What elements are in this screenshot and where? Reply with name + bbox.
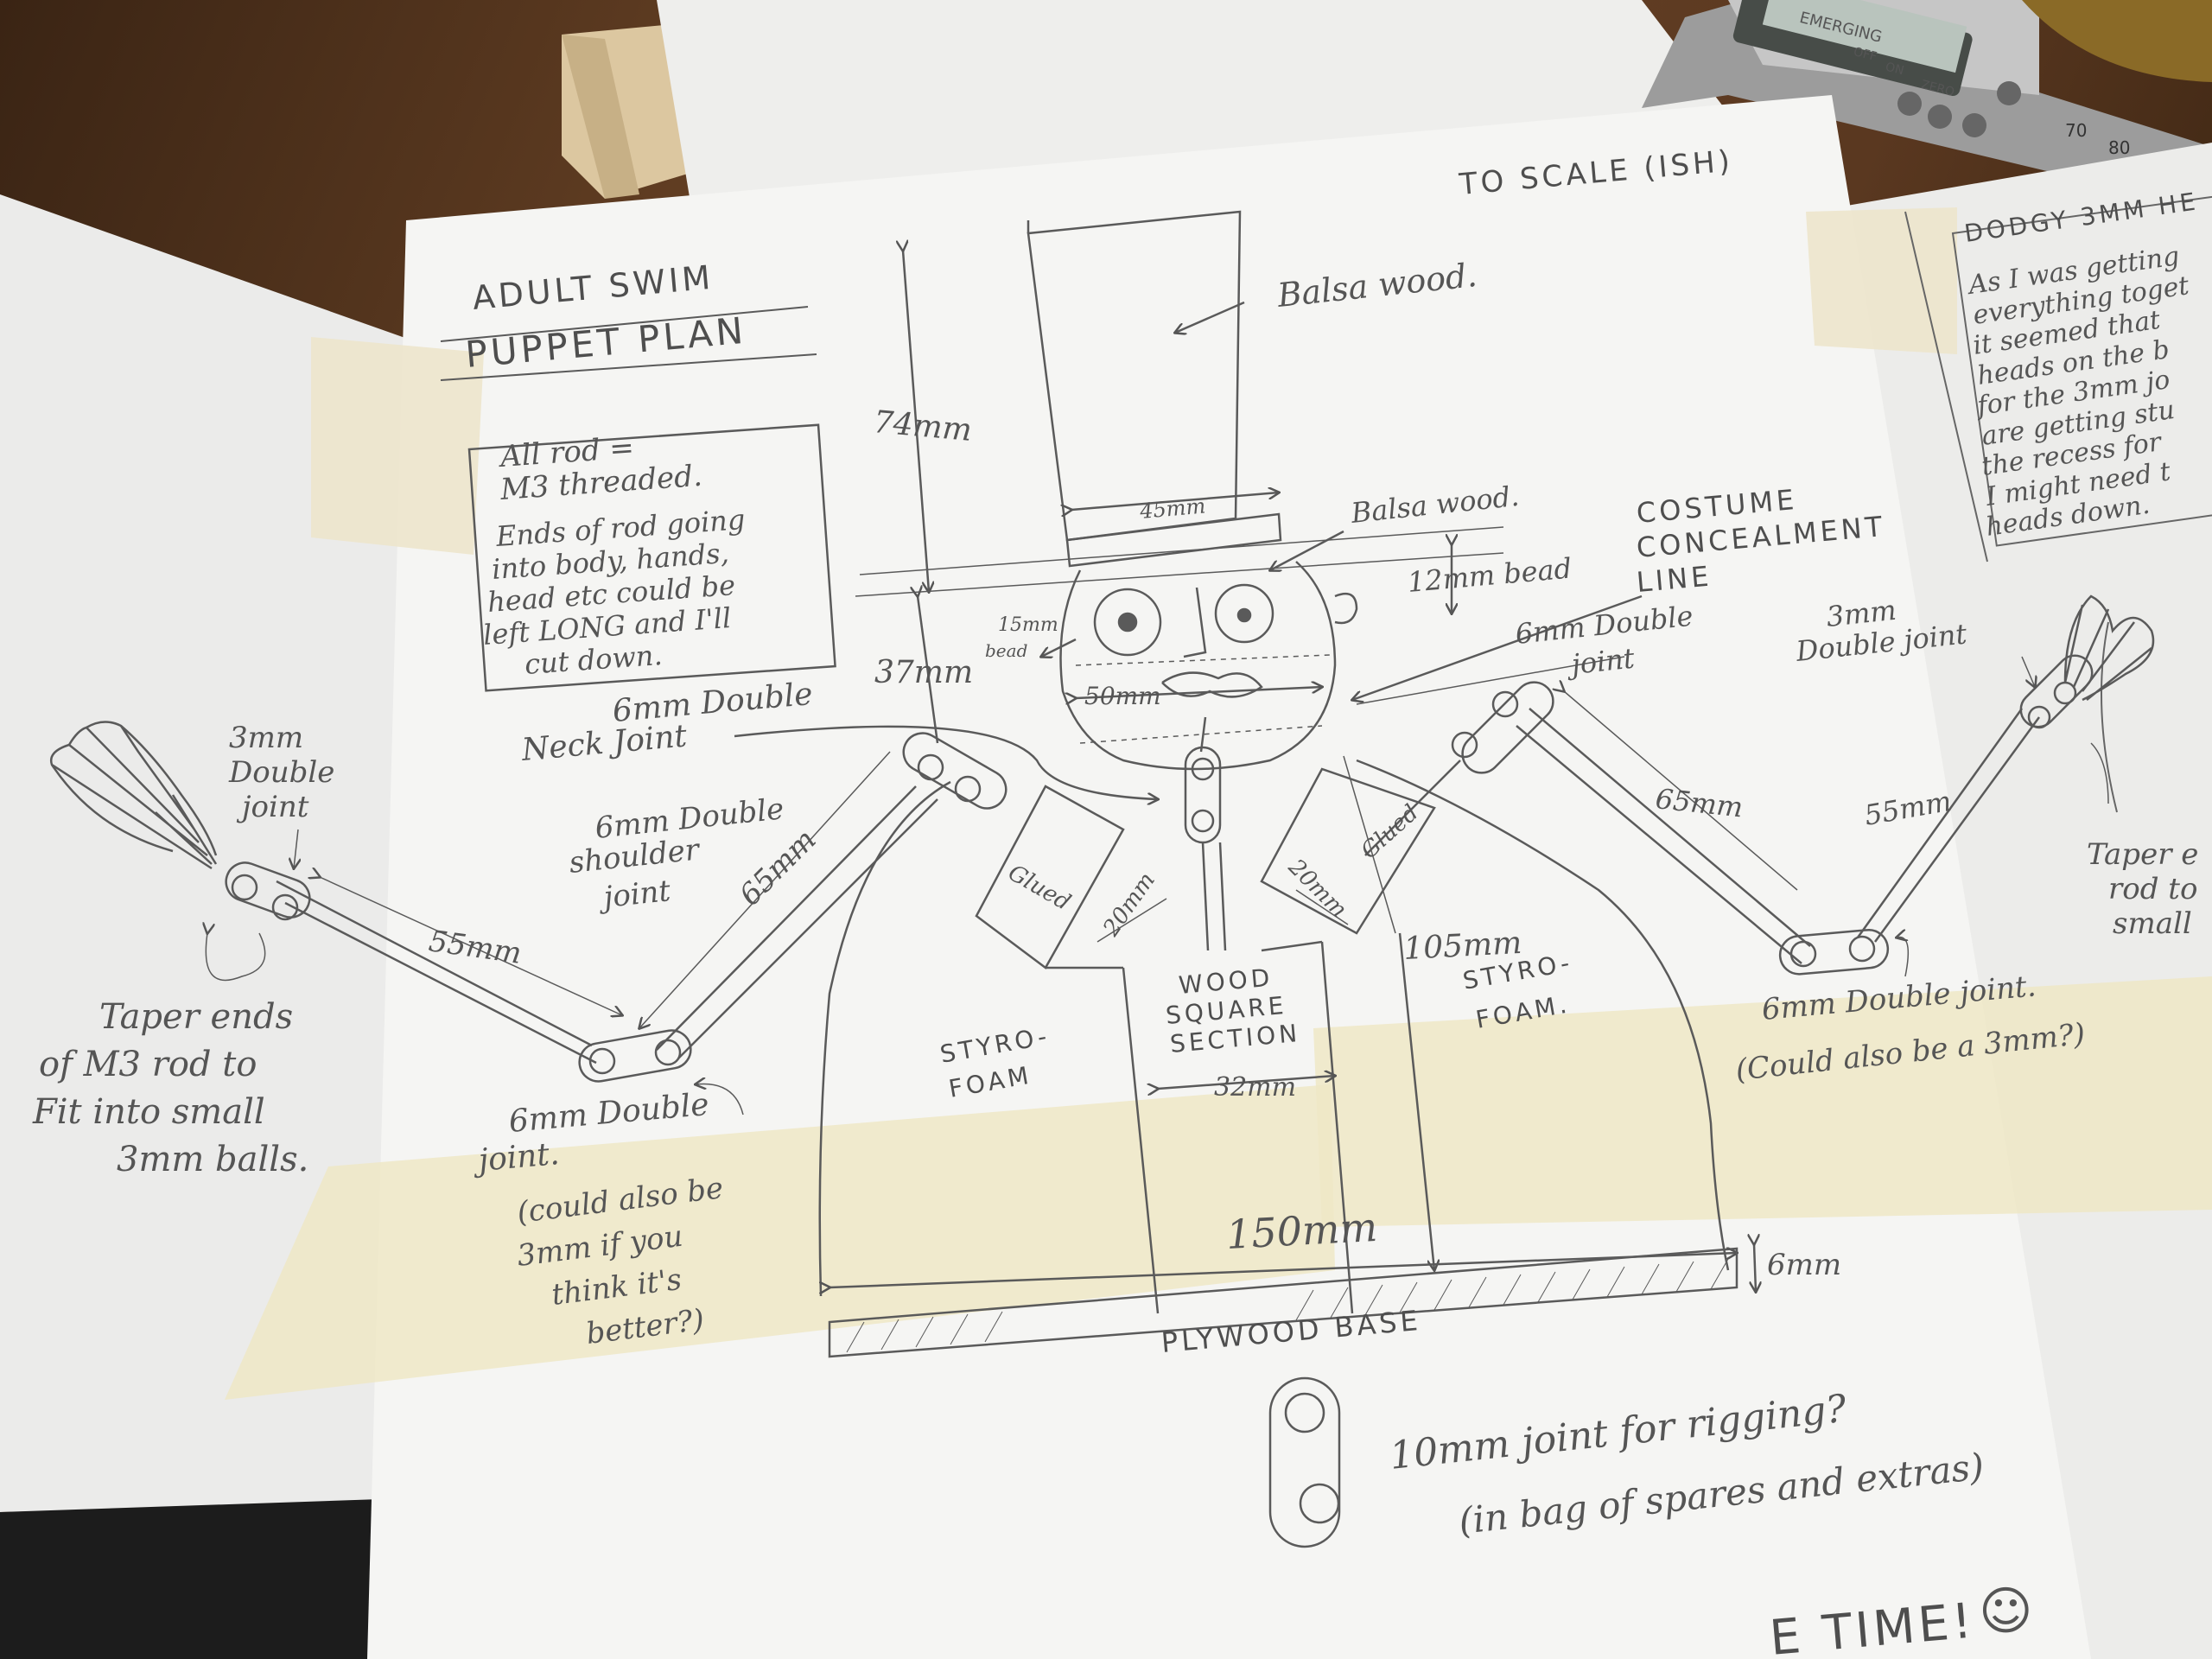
caliper-button — [1928, 105, 1952, 129]
masking-tape-left — [311, 337, 484, 555]
head-height-label: 37mm — [874, 655, 973, 690]
caliper-scale-80: 80 — [2108, 137, 2130, 158]
dim-105-label: 105mm — [1402, 925, 1522, 967]
taper-note: 3mm balls. — [117, 1140, 308, 1179]
hat-brim — [1065, 512, 1282, 568]
left-wrist-label: joint — [236, 790, 309, 824]
right-hand — [2063, 594, 2155, 702]
costume-label: LINE — [1635, 559, 1713, 598]
base-hatching — [846, 1258, 1729, 1353]
left-shoulder-joint — [902, 732, 1007, 810]
puppet-diagram — [49, 210, 2155, 1548]
masking-tape-center — [225, 1084, 1335, 1400]
puppet-head — [1059, 561, 1337, 771]
body-height-dimension — [1398, 932, 1434, 1270]
smiley-face: ☺ — [1979, 1581, 2033, 1642]
caliper-button — [1962, 113, 1986, 137]
right-shoulder-label: joint — [1565, 642, 1637, 682]
left-wrist-label: Double — [228, 755, 334, 790]
brass-object — [2022, 0, 2212, 82]
width-dimension-150 — [830, 1253, 1737, 1287]
dim-150-label: 150mm — [1225, 1204, 1379, 1258]
head-height-dimension — [918, 596, 939, 744]
hat-height-dimension — [903, 251, 929, 592]
taper-note: Taper ends — [99, 997, 293, 1037]
left-upper-arm-rod — [656, 785, 917, 1051]
right-wrist-label: 3mm — [1825, 594, 1898, 633]
left-elbow-label: joint. — [471, 1136, 561, 1179]
head-width-dimension — [1076, 687, 1322, 698]
ear — [1334, 592, 1358, 625]
side-fold-line — [2101, 621, 2118, 813]
taper-leader — [206, 933, 266, 982]
left-hand — [49, 721, 218, 870]
dark-object — [0, 1499, 380, 1659]
costume-line-arrow — [1352, 594, 1643, 700]
caliper-button — [1897, 92, 1922, 116]
right-upper-arm-rod — [1529, 708, 1811, 947]
side-taper-text: rod to — [2108, 872, 2197, 906]
masking-tape-right — [1313, 976, 2212, 1227]
small-bead-label: 15mm — [998, 614, 1058, 636]
balsa-arrow — [1175, 301, 1245, 333]
caliper-on-label: ON — [1884, 60, 1905, 79]
body-right-edge — [1356, 759, 1730, 1271]
side-taper-text: Taper e — [2087, 837, 2198, 872]
brim-dimension — [1071, 493, 1279, 510]
head-width-label: 50mm — [1084, 682, 1161, 710]
caliper-scale-70: 70 — [2065, 120, 2087, 141]
wood-width-dimension — [1158, 1076, 1335, 1089]
left-wrist-joint — [225, 861, 311, 918]
rigging-joint — [1268, 1376, 1341, 1548]
right-elbow-joint — [1778, 929, 1890, 976]
neck-rod — [1201, 842, 1210, 951]
dim-6-label: 6mm — [1767, 1248, 1841, 1282]
shoulder-label: joint — [596, 874, 672, 916]
left-elbow-joint — [578, 1029, 692, 1083]
plywood-base — [828, 1247, 1738, 1358]
right-eye — [1214, 583, 1274, 644]
caliper-off-label: OFF — [1852, 45, 1878, 64]
right-shoulder-joint — [1461, 681, 1554, 774]
note-box — [467, 423, 836, 692]
left-wrist-label: 3mm — [229, 721, 303, 755]
hat-brim-label: 45mm — [1138, 493, 1206, 524]
base-thickness-dimension — [1754, 1244, 1756, 1292]
caliper: EMERGING OFF ON ZERO 70 80 — [1642, 0, 2212, 199]
taper-note: of M3 rod to — [39, 1045, 257, 1084]
masking-tape-top-right — [1806, 207, 1957, 354]
small-bead-label: bead — [985, 640, 1027, 661]
side-note: DODGY 3MM HE As I was getting everything… — [1904, 187, 2212, 941]
hat-height-label: 74mm — [872, 404, 973, 448]
nose — [1183, 587, 1207, 658]
body-left-edge — [818, 780, 951, 1297]
side-taper-text: small — [2113, 906, 2192, 941]
left-eye — [1093, 588, 1162, 657]
neck-leader — [734, 725, 1158, 799]
right-glued-plate — [1260, 767, 1436, 935]
caliper-button — [1997, 81, 2021, 105]
right-forearm-rod — [1856, 708, 2024, 938]
dim-32-label: 32mm — [1214, 1072, 1296, 1103]
brim-balsa-arrow — [1270, 530, 1344, 570]
taper-note: Fit into small — [32, 1092, 265, 1132]
